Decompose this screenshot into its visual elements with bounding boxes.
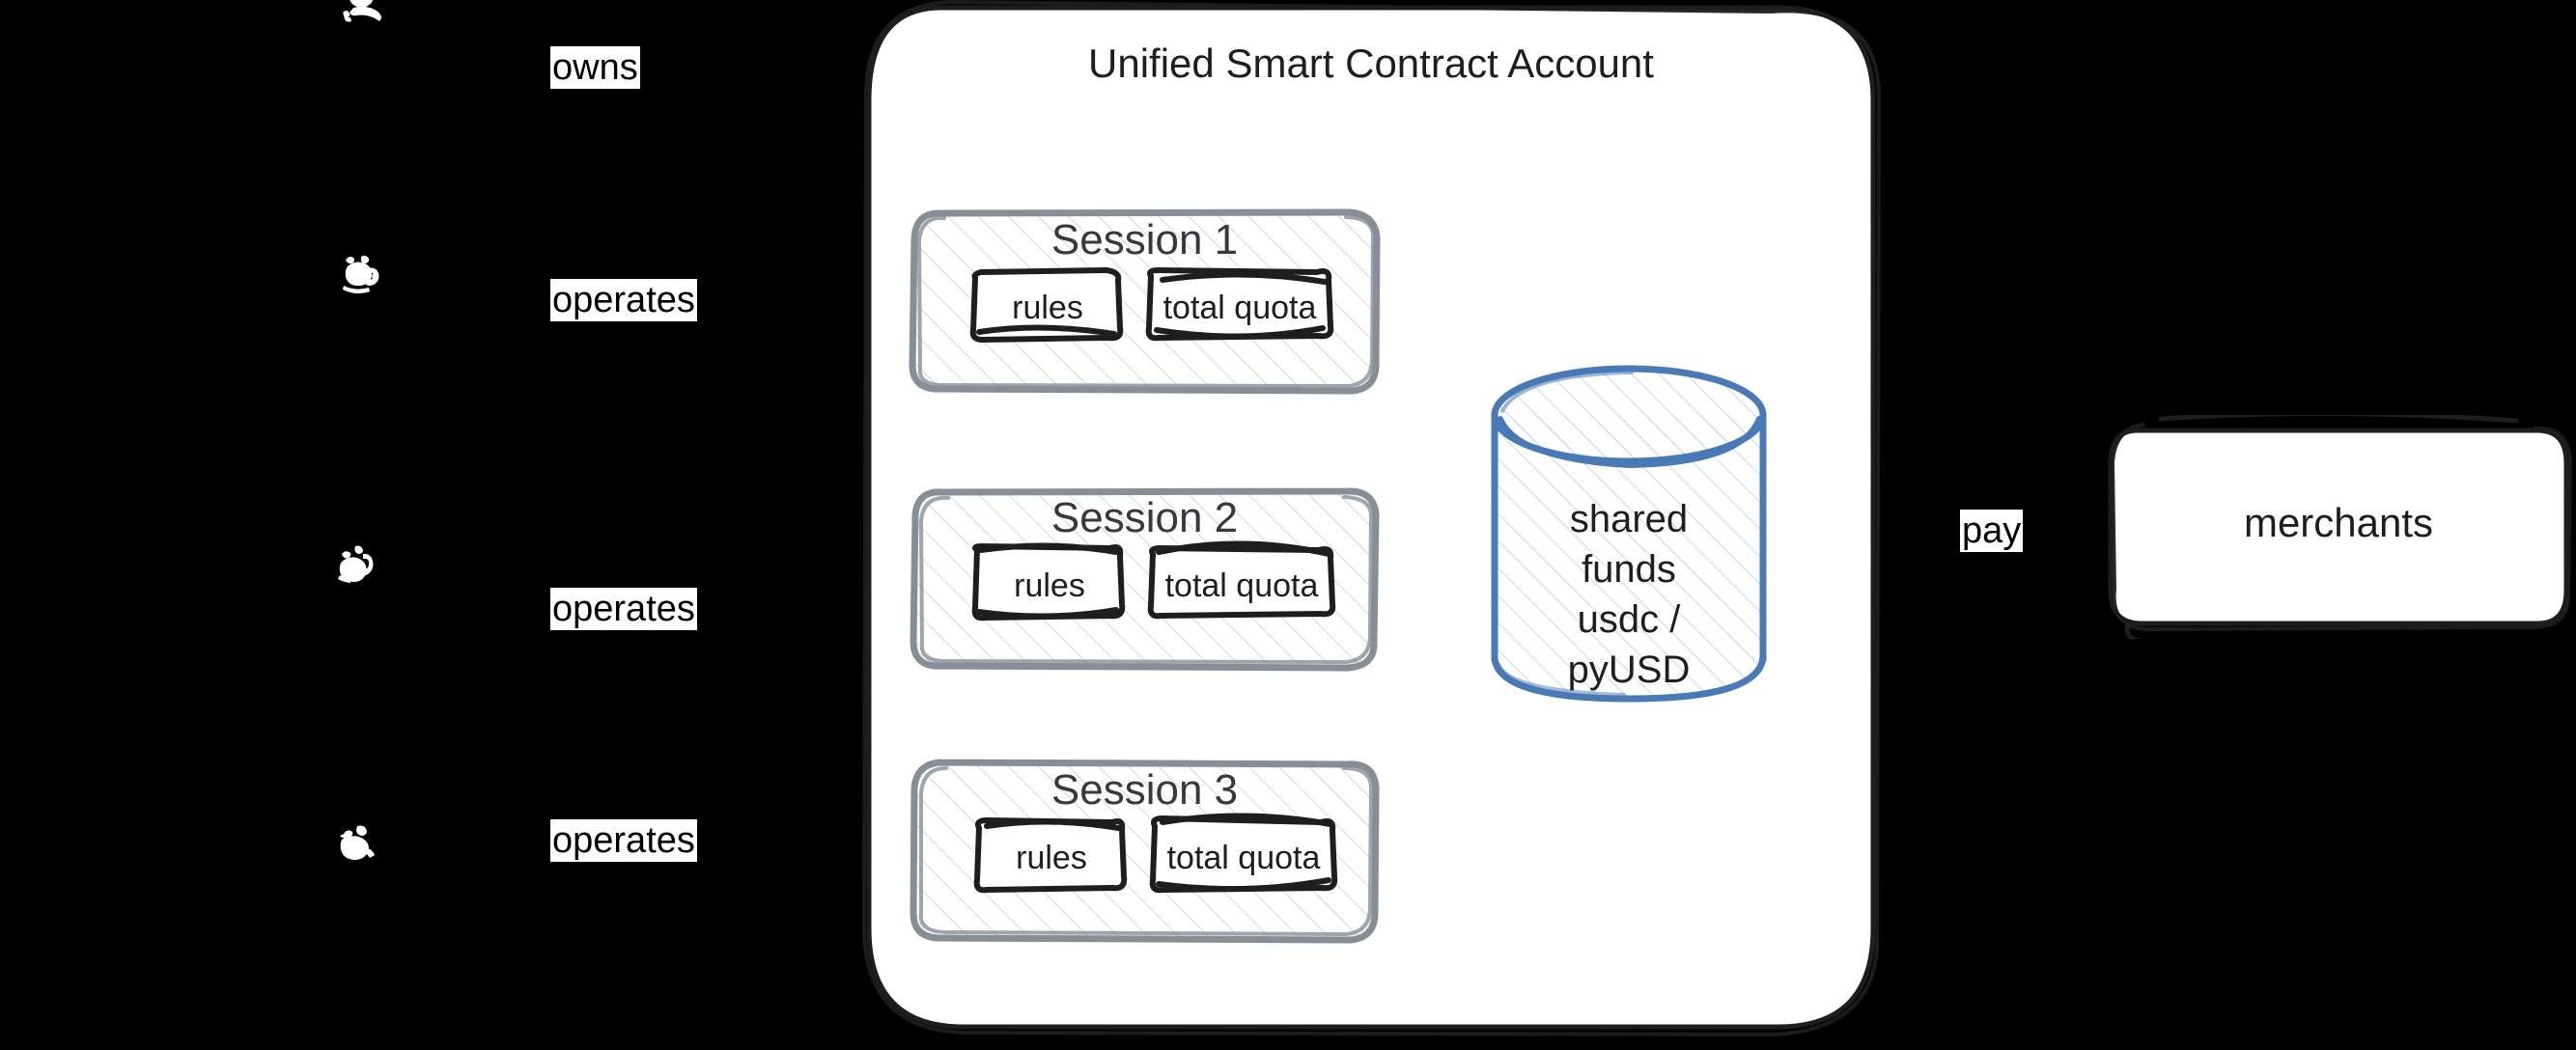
session-3-outline: [910, 759, 1380, 944]
merchants-label: merchants: [2243, 500, 2434, 545]
session-2-chips: [971, 540, 1336, 622]
shared-funds-line-3: usdc /: [1577, 598, 1681, 641]
agent-icon: [343, 255, 379, 294]
edge-label-pay: pay: [1960, 510, 2024, 552]
shared-funds-line-1: shared: [1569, 498, 1689, 540]
session-2-quota-label: total quota: [1164, 567, 1319, 604]
session-1-chips: [969, 266, 1334, 344]
page-title: Unified Smart Contract Account: [1088, 41, 1654, 86]
session-2-outline: [910, 487, 1380, 672]
session-3-rules-label: rules: [1016, 840, 1087, 876]
session-group-2[interactable]: Session 2 rules total quota: [906, 483, 1384, 676]
merchants-outline: [2108, 415, 2573, 639]
edge-label-operates-2: operates: [550, 588, 697, 630]
shared-funds-line-2: funds: [1582, 548, 1676, 591]
cylinder-icon: [1491, 365, 1767, 703]
edge-label-owns: owns: [550, 46, 640, 89]
session-2-title: Session 2: [1050, 494, 1239, 541]
shared-funds-database[interactable]: shared funds usdc / pyUSD: [1479, 359, 1778, 714]
session-1-title: Session 1: [1050, 216, 1239, 263]
session-1-rules-label: rules: [1012, 290, 1083, 326]
arrow-pay: [1875, 520, 1912, 526]
session-3-chips: [973, 813, 1338, 894]
session-1-outline: [909, 208, 1381, 395]
shared-funds-text: shared funds usdc / pyUSD: [1479, 494, 1778, 695]
agent-icon: [338, 545, 374, 583]
session-1-quota-label: total quota: [1162, 290, 1317, 326]
edge-label-operates-1: operates: [550, 279, 697, 321]
session-3-quota-label: total quota: [1166, 840, 1321, 876]
session-2-rules-label: rules: [1014, 567, 1085, 604]
edge-label-operates-3: operates: [550, 819, 697, 862]
session-group-3[interactable]: Session 3 rules total quota: [906, 755, 1384, 948]
merchants-node[interactable]: merchants: [2101, 415, 2576, 639]
agent-icon: [340, 825, 375, 860]
session-3-title: Session 3: [1050, 766, 1239, 814]
user-icon: [343, 0, 381, 22]
session-group-1[interactable]: Session 1 rules total quota: [906, 205, 1384, 398]
shared-funds-line-4: pyUSD: [1567, 649, 1691, 691]
